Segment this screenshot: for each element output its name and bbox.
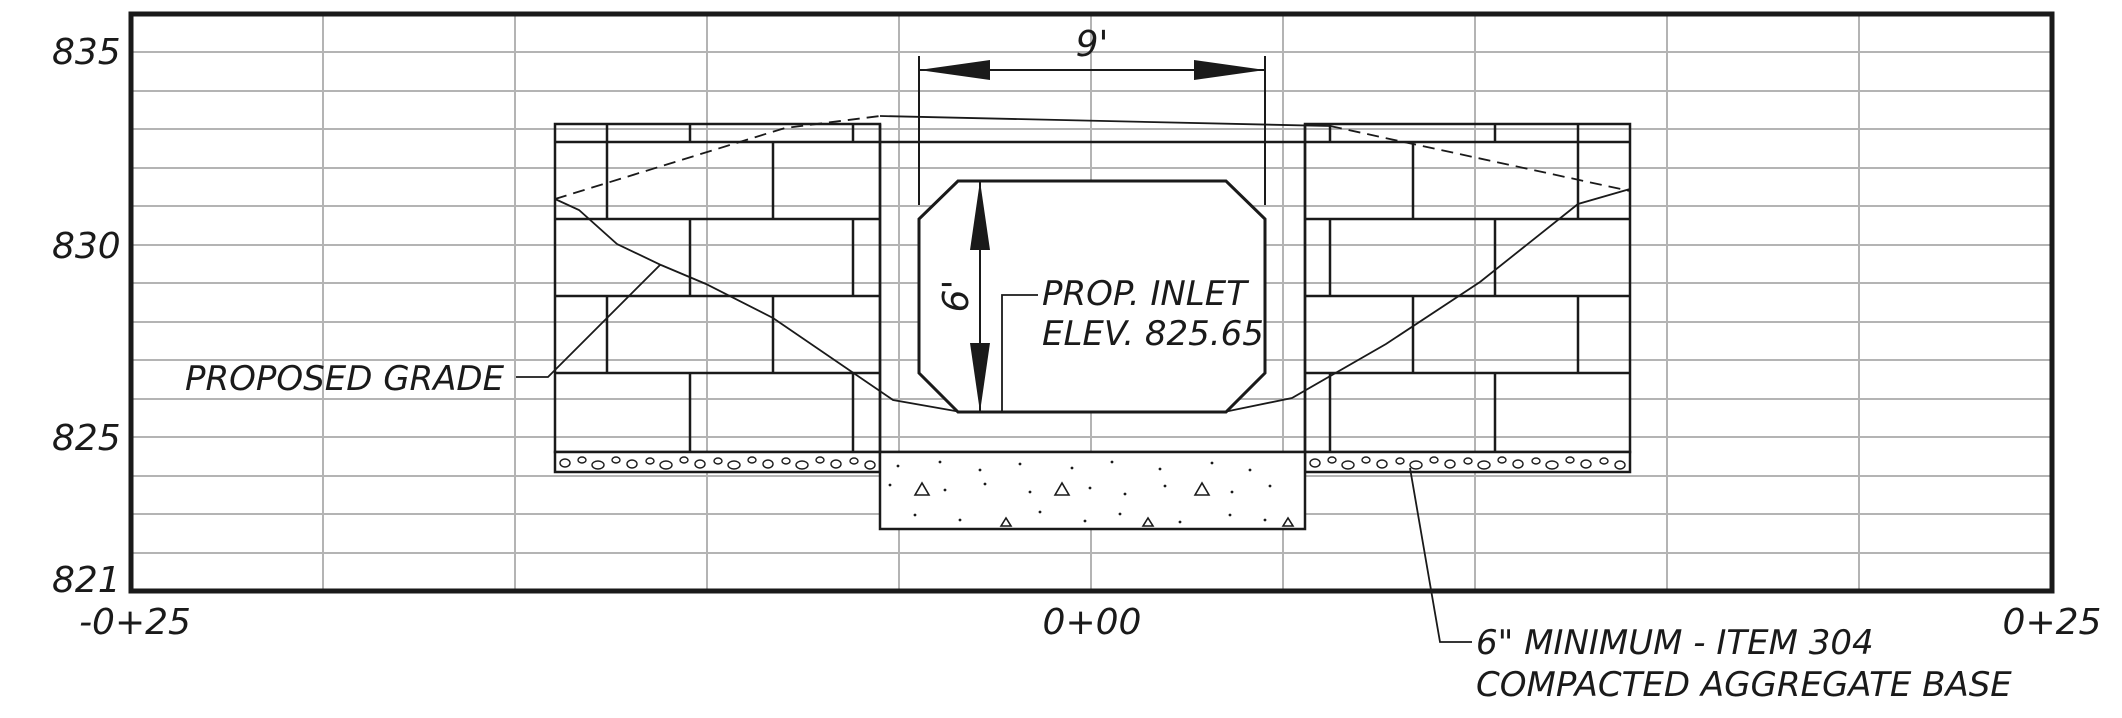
y-tick-label: 821 [52,560,121,601]
y-tick-label: 830 [52,226,121,267]
height-arrow-bottom [970,343,990,412]
height-arrow-top [970,181,990,250]
aggregate-base-right [1303,450,1632,474]
aggregate-base-left [553,450,882,474]
width-dimension-label: 9' [1076,24,1109,65]
width-arrow-left [919,60,990,80]
proposed-grade-line [554,188,1631,413]
x-tick-label: -0+25 [79,602,191,643]
existing-grade-line-left [554,115,881,200]
existing-grade-line-right [1329,125,1631,192]
drawing-frame [128,11,2055,594]
base-label-line1: 6" MINIMUM - ITEM 304 [1476,623,1874,663]
y-tick-label: 825 [52,418,121,459]
x-tick-label: 0+25 [2003,602,2102,643]
base-label-line2: COMPACTED AGGREGATE BASE [1476,665,2012,705]
concrete-footing [878,450,1307,531]
inlet-label-line2: ELEV. 825.65 [1042,314,1264,354]
height-dimension-label: 6' [936,280,977,313]
y-tick-label: 835 [52,32,121,73]
inlet-leader [1001,294,1038,412]
grade-leader [516,264,661,378]
x-tick-label: 0+00 [1043,602,1142,643]
proposed-grade-label: PROPOSED GRADE [185,359,505,399]
left-masonry-wall [553,122,882,454]
existing-grade-line-top [879,115,1331,127]
right-masonry-wall [1303,122,1632,454]
inlet-label-line1: PROP. INLET [1042,274,1249,314]
base-leader [1409,467,1472,643]
width-arrow-right [1194,60,1265,80]
